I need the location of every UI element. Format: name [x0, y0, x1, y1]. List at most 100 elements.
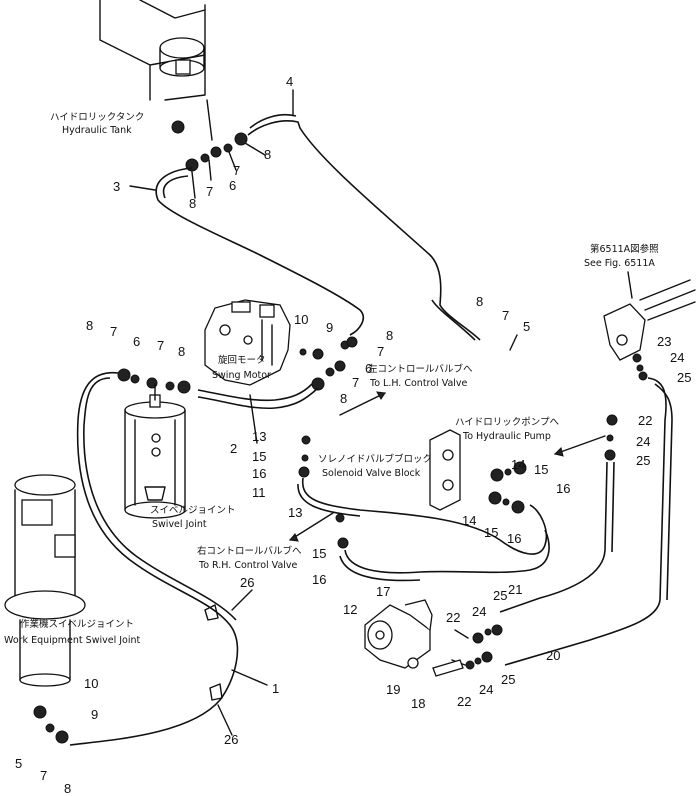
callout-11: 11: [252, 485, 266, 500]
callout-17: 17: [376, 584, 390, 599]
callout-7: 7: [377, 344, 384, 359]
callout-13: 13: [288, 505, 302, 520]
fitting-nut: [638, 371, 648, 381]
fitting-elbow: [465, 660, 475, 670]
hydraulic-tank: [99, 0, 206, 101]
callout-15: 15: [252, 449, 266, 464]
callout-13: 13: [252, 429, 266, 444]
lh-valve-label-en: To L.H. Control Valve: [369, 378, 468, 389]
fitting-nut: [604, 449, 616, 461]
callout-10: 10: [294, 312, 308, 327]
callout-16: 16: [556, 481, 570, 496]
callout-15: 15: [312, 546, 326, 561]
fitting-nut: [55, 730, 69, 744]
fitting-nut: [346, 336, 358, 348]
callout-7: 7: [502, 308, 509, 323]
work-swivel-label-jp: 作業機スイベルジョイント: [20, 618, 134, 630]
callout-8: 8: [264, 147, 271, 162]
fitting-ring: [223, 143, 233, 153]
callout-24: 24: [472, 604, 486, 619]
fitting-nut: [481, 651, 493, 663]
fitting-nut: [488, 491, 502, 505]
fitting-nut: [491, 624, 503, 636]
callout-25: 25: [677, 370, 691, 385]
callout-7: 7: [110, 324, 117, 339]
callout-15: 15: [534, 462, 548, 477]
callout-26: 26: [224, 732, 238, 747]
callout-6: 6: [133, 334, 140, 349]
callout-6: 6: [229, 178, 236, 193]
callout-16: 16: [507, 531, 521, 546]
callout-8: 8: [189, 196, 196, 211]
fitting-nut: [298, 466, 310, 478]
fitting-elbow: [334, 360, 346, 372]
callout-20: 20: [546, 648, 560, 663]
see-fig-label-jp: 第6511A図参照: [590, 243, 659, 255]
callout-8: 8: [178, 344, 185, 359]
fitting-nut: [513, 461, 527, 475]
fitting-ring: [130, 374, 140, 384]
fitting-elbow: [33, 705, 47, 719]
hydraulic-tank-label-en: Hydraulic Tank: [62, 125, 132, 136]
part-number-callouts: 4 3 8 7 6 7 8 8 7 6 7 8 10 9 8 7 6 7 8 8…: [15, 74, 691, 796]
callout-8: 8: [476, 294, 483, 309]
fitting-nut: [117, 368, 131, 382]
callout-2: 2: [230, 441, 237, 456]
fitting-nut: [337, 537, 349, 549]
callout-24: 24: [479, 682, 493, 697]
swing-motor-label-en: Swing Motor: [212, 370, 271, 381]
callout-8: 8: [86, 318, 93, 333]
hydraulic-pump: [364, 599, 433, 669]
see-fig-label-en: See Fig. 6511A: [584, 258, 655, 269]
callout-7: 7: [40, 768, 47, 783]
fitting-elbow: [472, 632, 484, 644]
callout-4: 4: [286, 74, 293, 89]
callout-19: 19: [386, 682, 400, 697]
fitting-ring: [606, 434, 614, 442]
callout-5: 5: [15, 756, 22, 771]
callout-1: 1: [272, 681, 279, 696]
work-equipment-swivel-joint: [4, 474, 86, 687]
fitting-nut: [171, 120, 185, 134]
callout-22: 22: [446, 610, 460, 625]
pump-valve-assembly: [603, 279, 696, 361]
callout-15: 15: [484, 525, 498, 540]
fitting-elbow: [335, 513, 345, 523]
fitting-ring: [165, 381, 175, 391]
leader-lines: [129, 89, 518, 736]
solenoid-valve-block: [429, 429, 527, 514]
callout-8: 8: [64, 781, 71, 796]
fitting-ring: [301, 454, 309, 462]
fitting-nut: [234, 132, 248, 146]
swing-motor-label-jp: 旋回モータ: [218, 354, 266, 366]
callout-25: 25: [636, 453, 650, 468]
callout-21: 21: [508, 582, 522, 597]
callout-16: 16: [252, 466, 266, 481]
callout-7: 7: [233, 163, 240, 178]
callout-14: 14: [462, 513, 476, 528]
callout-5: 5: [523, 319, 530, 334]
callout-10: 10: [84, 676, 98, 691]
callout-6: 6: [365, 361, 372, 376]
rh-valve-label-en: To R.H. Control Valve: [198, 560, 298, 571]
fitting-ring: [484, 628, 492, 636]
fitting-ring: [45, 723, 55, 733]
callout-8: 8: [386, 328, 393, 343]
solenoid-label-jp: ソレノイドバルブブロック: [318, 453, 432, 465]
fitting-elbow: [632, 353, 642, 363]
solenoid-label-en: Solenoid Valve Block: [322, 468, 421, 479]
fitting-ring: [325, 367, 335, 377]
work-swivel-label-en: Work Equipment Swivel Joint: [4, 635, 141, 646]
swivel-joint-label-jp: スイベルジョイント: [150, 505, 236, 516]
callout-24: 24: [636, 434, 650, 449]
callout-26: 26: [240, 575, 254, 590]
pump-label-en: To Hydraulic Pump: [462, 431, 551, 442]
callout-16: 16: [312, 572, 326, 587]
bolt: [432, 659, 464, 677]
callout-3: 3: [113, 179, 120, 194]
fitting-ring: [636, 364, 644, 372]
callout-25: 25: [493, 588, 507, 603]
fitting-ring: [474, 657, 482, 665]
swivel-joint-label-en: Swivel Joint: [152, 519, 207, 530]
